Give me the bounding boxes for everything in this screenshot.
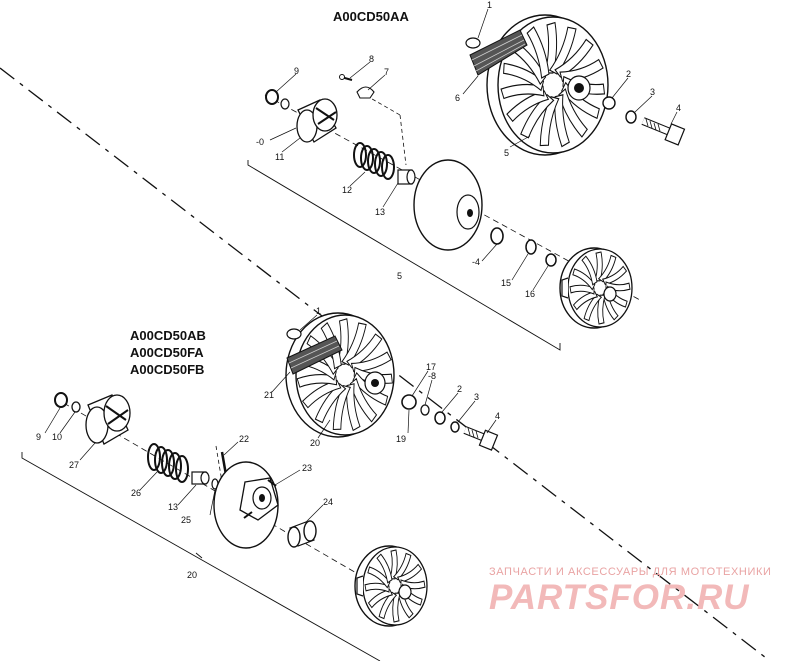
callout-bottom: 27 <box>69 460 79 470</box>
washer-part-9-top <box>265 89 279 105</box>
washer-part-15 <box>525 239 537 255</box>
callout-bottom: 4 <box>495 411 500 421</box>
belt-segment-part-6 <box>469 29 528 76</box>
callout-bottom: 17 <box>426 362 436 372</box>
callout-bottom: 24 <box>323 497 333 507</box>
bolt-part-4-top <box>641 117 686 146</box>
callout-bottom: 23 <box>302 463 312 473</box>
belt-segment-part-21 <box>286 335 343 375</box>
callout-top: 11 <box>275 152 284 162</box>
callout-top: 3 <box>650 87 655 97</box>
washer-part-1-bottom <box>286 328 302 340</box>
callout-bottom: 10 <box>52 432 62 442</box>
callout-top: 13 <box>375 207 385 217</box>
callout-bottom: 3 <box>474 392 479 402</box>
drive-sheave-part-20 <box>285 312 395 438</box>
model-code-bottom-2: A00CD50FA <box>130 345 204 360</box>
leader-lines-top <box>269 8 678 291</box>
callout-bottom: 20 <box>187 570 197 580</box>
callout-bottom: 20 <box>310 438 320 448</box>
callout-bottom: 2 <box>457 384 462 394</box>
callout-top: 6 <box>455 93 460 103</box>
callout-bottom: 9 <box>36 432 41 442</box>
callout-top: 2 <box>626 69 631 79</box>
callout-bottom: 19 <box>396 434 406 444</box>
bearing-part-24 <box>287 520 317 548</box>
watermark-logo: PARTSFOR.RU <box>489 578 750 617</box>
bushing-part-13-top <box>397 169 416 185</box>
movable-sheave-bottom <box>213 461 279 549</box>
bearing-part-14 <box>490 227 504 245</box>
assembly-bracket-top <box>247 160 561 351</box>
model-code-top: A00CD50AA <box>333 9 409 24</box>
bolt-part-4-bottom <box>463 426 499 451</box>
washer-part-2-bottom <box>434 411 446 425</box>
callout-top: 16 <box>525 289 535 299</box>
callout-top: 1 <box>487 0 492 10</box>
callout-top: 8 <box>369 54 374 64</box>
washer-part-10-bottom <box>71 401 81 413</box>
model-code-bottom-3: A00CD50FB <box>130 362 205 377</box>
nut-part-3-top <box>625 110 637 124</box>
callout-bottom: -8 <box>428 371 436 381</box>
spider-part-11 <box>296 98 338 143</box>
washer-part-1-top <box>465 37 481 49</box>
movable-sheave-top <box>413 159 483 251</box>
nut-part-3-bottom <box>450 421 460 433</box>
callout-bottom: 22 <box>239 434 249 444</box>
button-part-7 <box>356 86 375 99</box>
spring-part-26 <box>147 443 189 483</box>
model-code-bottom-1: A00CD50AB <box>130 328 206 343</box>
callout-bottom: 1 <box>316 306 321 316</box>
callout-bottom: 26 <box>131 488 141 498</box>
callout-top: 5 <box>504 148 509 158</box>
spring-part-12 <box>353 142 395 180</box>
driven-sheave-top <box>559 247 633 329</box>
callouts-top: 1 2 3 4 5 6 7 8 9 -0 11 12 13 -4 15 16 5 <box>256 0 681 299</box>
washer-part-16 <box>545 253 557 267</box>
leader-lines-bottom <box>44 314 497 523</box>
callout-top: 12 <box>342 185 352 195</box>
callout-top: 15 <box>501 278 511 288</box>
callout-top: 4 <box>676 103 681 113</box>
washer-part-2-top <box>602 96 616 110</box>
callout-top: -4 <box>472 257 480 267</box>
washer-part-9-bottom <box>54 392 68 408</box>
bushing-part-13-bottom <box>191 471 210 485</box>
drive-sheave-part-5 <box>486 14 609 156</box>
callout-bottom: 13 <box>168 502 178 512</box>
callouts-bottom: 1 2 3 4 9 10 13 17 -8 19 20 21 22 23 24 … <box>36 306 500 580</box>
callout-top: 7 <box>384 67 389 77</box>
spider-part-27 <box>85 394 131 445</box>
washer-part-19 <box>401 394 417 410</box>
driven-sheave-bottom <box>354 545 428 627</box>
callout-top: 5 <box>397 271 402 281</box>
callout-top: -0 <box>256 137 264 147</box>
watermark-tagline: ЗАПЧАСТИ И АКСЕССУАРЫ ДЛЯ МОТОТЕХНИКИ <box>489 566 772 578</box>
callout-bottom: 25 <box>181 515 191 525</box>
washer-part-18 <box>420 404 430 416</box>
callout-top: 9 <box>294 66 299 76</box>
washer-part-10-top <box>280 98 290 110</box>
assembly-bracket-bottom <box>21 452 381 661</box>
callout-bottom: 21 <box>264 390 274 400</box>
